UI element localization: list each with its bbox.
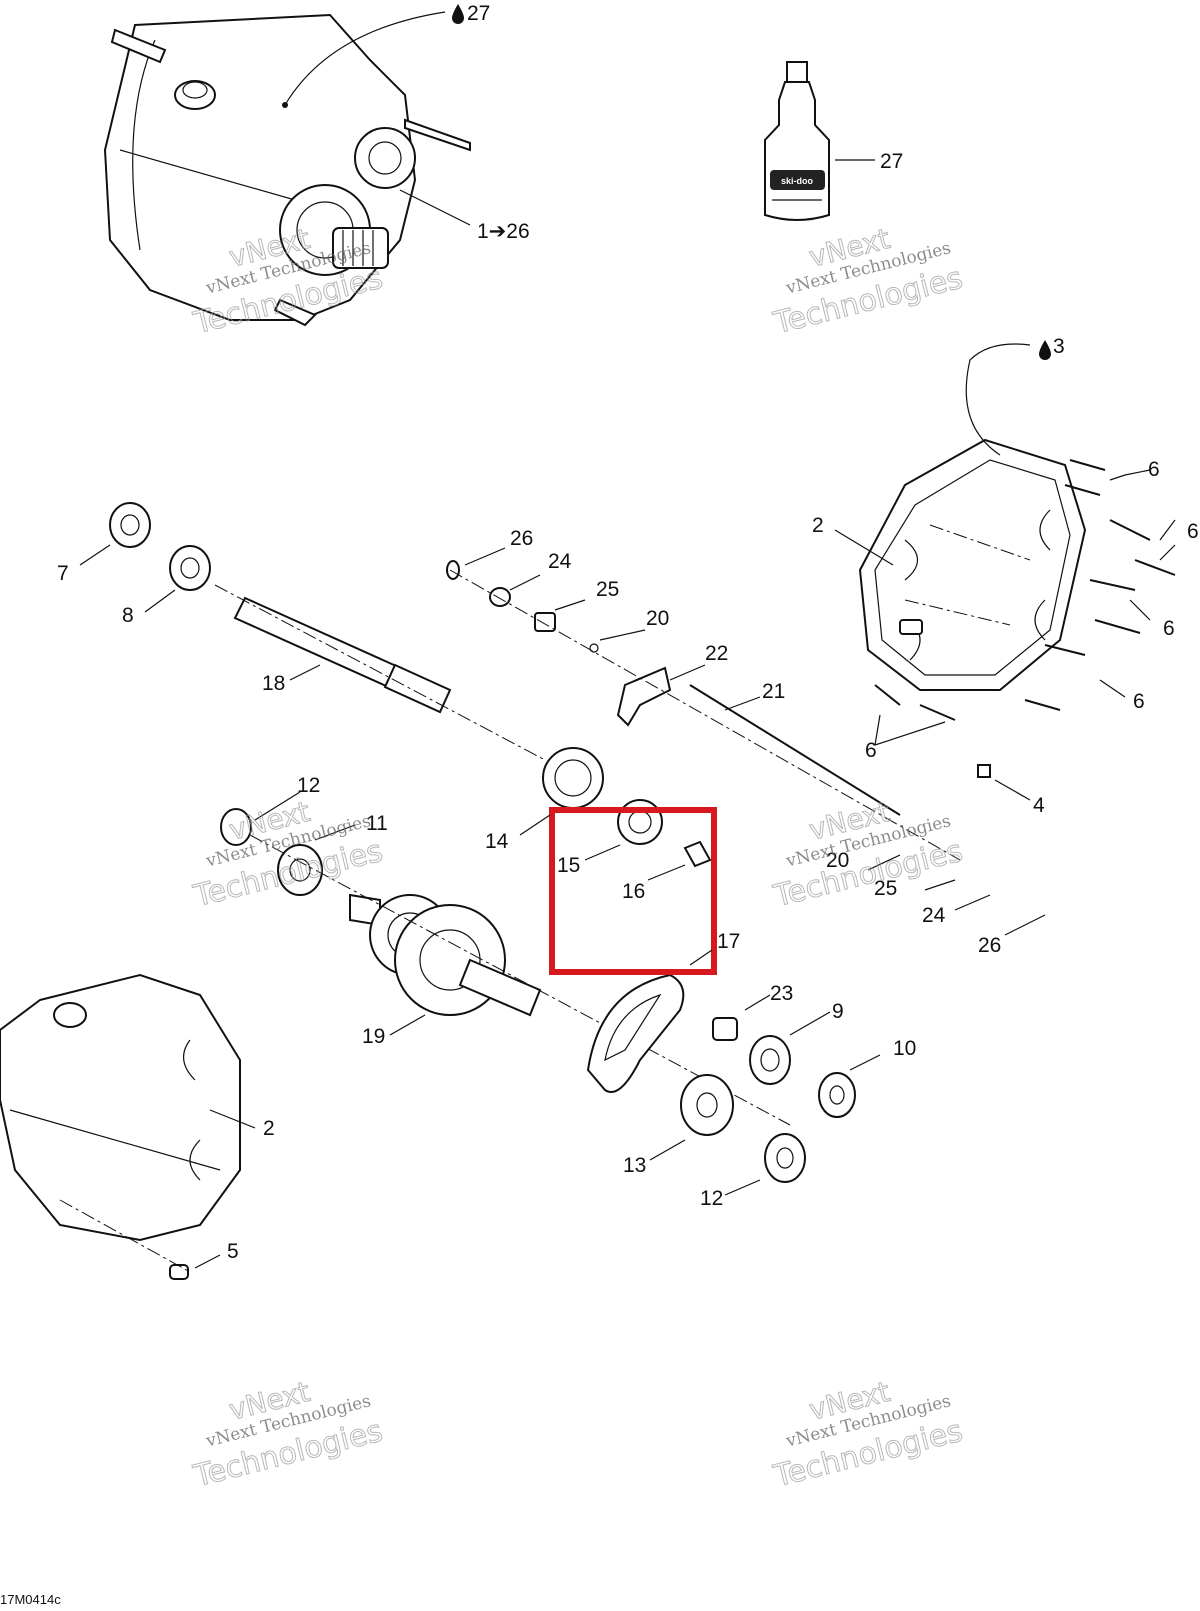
callout-7: 7: [57, 562, 69, 585]
cover-plate-drawing: [858, 438, 1176, 778]
callout-10: 10: [893, 1037, 916, 1060]
callout-4: 4: [1033, 794, 1045, 817]
callout-2-top: 2: [812, 514, 824, 537]
callout-22: 22: [705, 642, 728, 665]
callout-16: 16: [622, 880, 645, 903]
callout-3: 3: [1053, 335, 1065, 358]
input-shaft-drawing: [109, 502, 546, 761]
callout-12-bottom: 12: [700, 1187, 723, 1210]
cover-bolts: [874, 459, 1176, 778]
callout-12-top: 12: [297, 774, 320, 797]
callout-5: 5: [227, 1240, 239, 1263]
callout-26-bottom: 26: [978, 934, 1001, 957]
callout-19: 19: [362, 1025, 385, 1048]
callout-6-e: 6: [865, 739, 877, 762]
callout-24-top: 24: [548, 550, 572, 573]
chain-and-washers-drawing: [586, 973, 856, 1183]
callout-24-bottom: 24: [922, 904, 946, 927]
callout-14: 14: [485, 830, 509, 853]
leader-lines: [79, 11, 1176, 1269]
callout-20-bottom: 20: [826, 849, 849, 872]
lower-housing-drawing: [0, 973, 241, 1280]
callout-26-top: 26: [510, 527, 533, 550]
callout-27-bottle: 27: [880, 150, 903, 173]
callout-20-top: 20: [646, 607, 669, 630]
callout-25-bottom: 25: [874, 877, 897, 900]
diagram-code: 17M0414c: [0, 1592, 61, 1607]
callout-13: 13: [623, 1154, 646, 1177]
callout-25-top: 25: [596, 578, 619, 601]
highlight-box: [549, 807, 717, 975]
bottle-brand-label: ski-doo: [781, 176, 814, 186]
gearbox-assembly-drawing: [103, 13, 471, 327]
callout-21: 21: [762, 680, 785, 703]
shift-fork-drawing: [446, 560, 961, 861]
callout-9: 9: [832, 1000, 844, 1023]
output-shaft-drawing: [220, 808, 791, 1126]
callout-6-c: 6: [1163, 617, 1175, 640]
callout-1-26: 1➔26: [477, 220, 530, 243]
callout-6-d: 6: [1133, 690, 1145, 713]
callout-27-top: 27: [467, 2, 490, 25]
oil-drop-icon: [452, 4, 1051, 360]
callout-18: 18: [262, 672, 285, 695]
callout-23: 23: [770, 982, 793, 1005]
callout-2-bottom: 2: [263, 1117, 275, 1140]
oil-bottle-drawing: ski-doo: [764, 61, 830, 221]
callout-8: 8: [122, 604, 134, 627]
callout-11: 11: [366, 812, 388, 835]
callout-labels: 27 1➔26 27 3 2 6 6 6 6 6 4 7 8 18 26 24 …: [57, 2, 1199, 1263]
callout-6-b: 6: [1187, 520, 1199, 543]
callout-15: 15: [557, 854, 580, 877]
callout-17: 17: [717, 930, 740, 953]
callout-6-a: 6: [1148, 458, 1160, 481]
